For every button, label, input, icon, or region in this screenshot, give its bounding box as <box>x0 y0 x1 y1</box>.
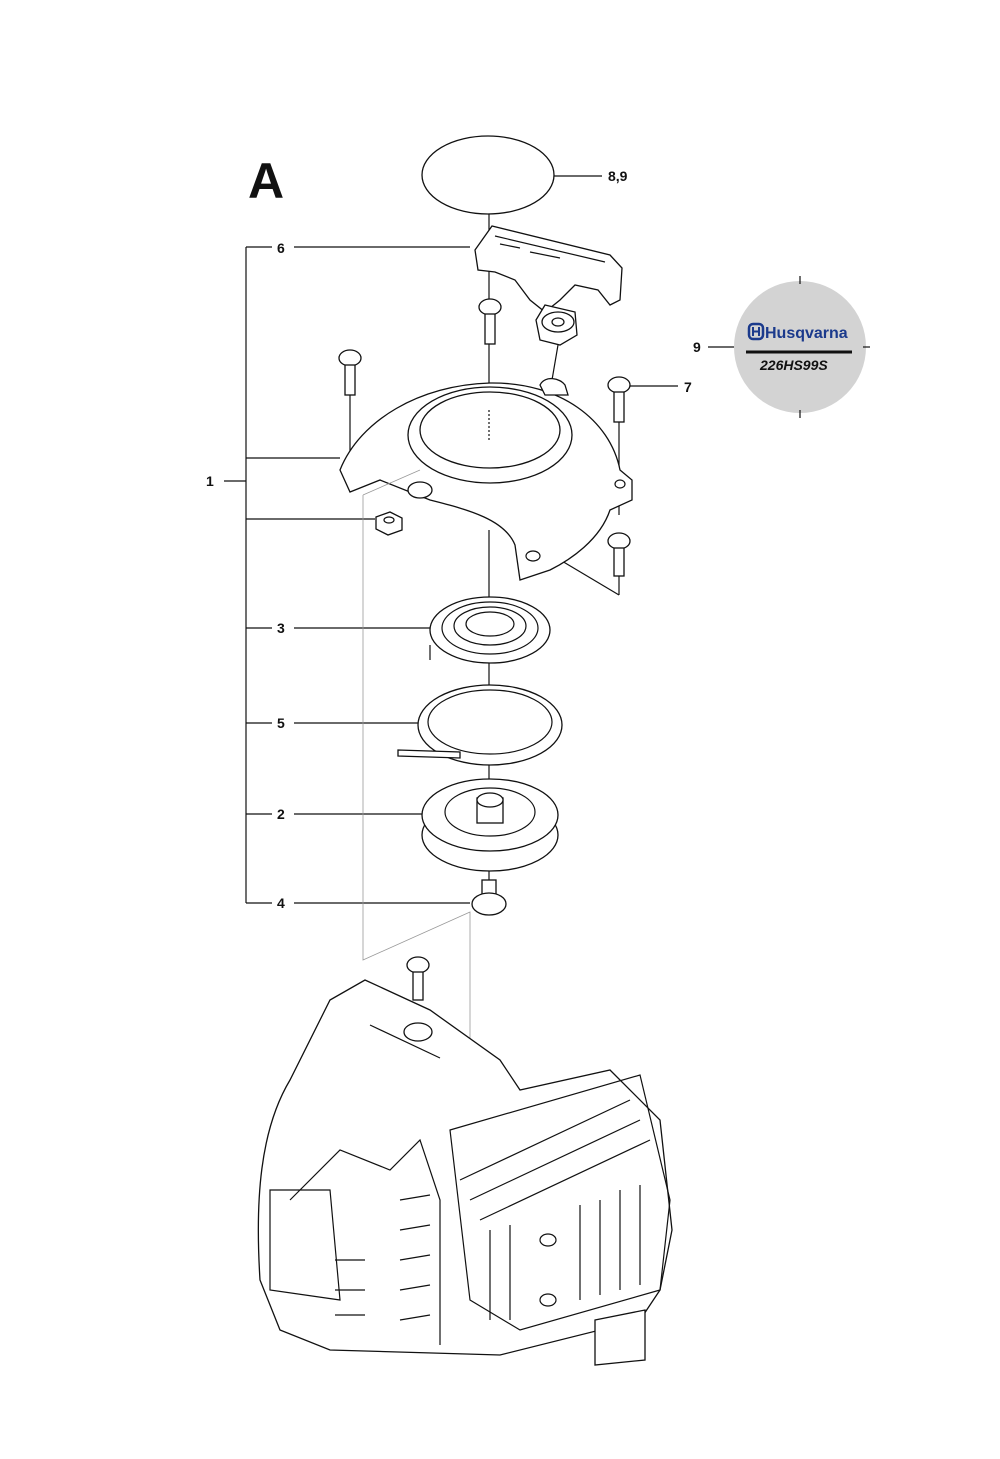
part-square-nut <box>375 511 403 536</box>
decal-model-text: 226HS99S <box>759 357 828 373</box>
part-recoil-spring <box>429 596 551 664</box>
callout-7: 7 <box>684 379 692 395</box>
part-husqvarna-decal: Husqvarna 226HS99S <box>708 276 870 418</box>
part-screw-top <box>478 298 502 345</box>
assembly-guide-lines <box>362 469 471 1040</box>
husqvarna-crown-logo-icon <box>747 322 765 341</box>
decal-brand-text: Husqvarna <box>765 325 848 342</box>
part-spring-ring <box>397 684 563 766</box>
part-pulley <box>421 778 559 872</box>
callout-6: 6 <box>277 240 285 256</box>
callout-4: 4 <box>277 895 285 911</box>
callout-8-9: 8,9 <box>608 168 628 184</box>
section-letter: A <box>248 153 284 209</box>
part-engine-cover <box>257 956 673 1366</box>
part-starter-handle <box>474 225 623 381</box>
part-screw-left <box>338 349 362 460</box>
part-starter-housing <box>339 377 633 581</box>
part-center-screw <box>471 879 507 916</box>
callout-1: 1 <box>206 473 214 489</box>
callout-5: 5 <box>277 715 285 731</box>
callout-3: 3 <box>277 620 285 636</box>
callout-9: 9 <box>693 339 701 355</box>
callout-2: 2 <box>277 806 285 822</box>
cover-vent-slots <box>335 1099 651 1321</box>
group-bracket-1 <box>224 246 470 904</box>
